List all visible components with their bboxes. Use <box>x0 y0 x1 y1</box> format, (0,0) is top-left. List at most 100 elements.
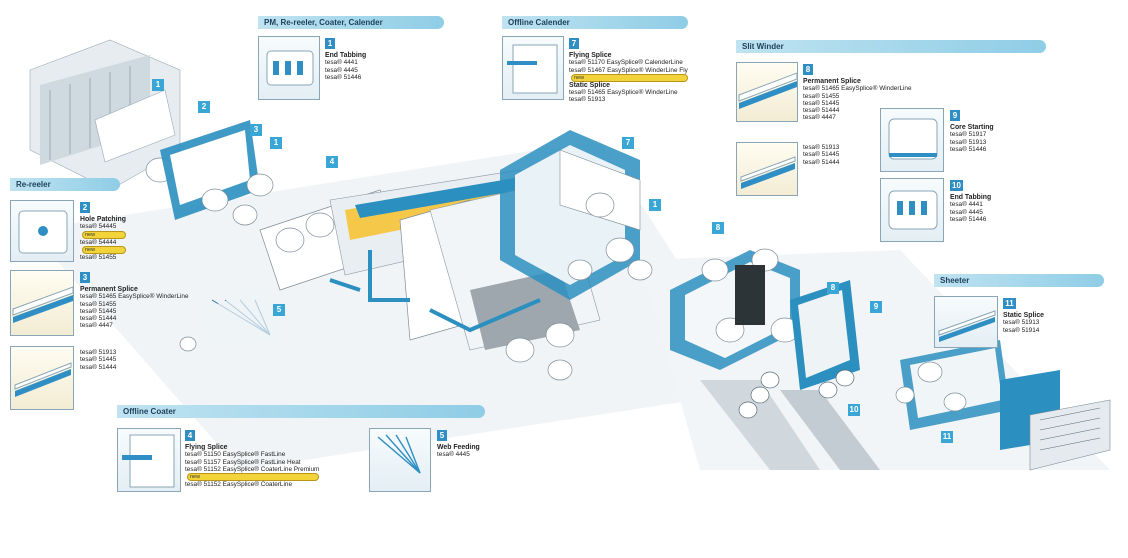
core-starting-thumbnail <box>880 108 944 172</box>
card-3-title: Permanent Splice <box>80 286 138 293</box>
card-2-line: tesa® 54444 <box>80 238 117 246</box>
section-offline-calender: Offline Calender <box>502 16 688 29</box>
card-9-title: Core Starting <box>950 124 994 131</box>
card-1-number: 1 <box>325 38 335 49</box>
card-1-title: End Tabbing <box>325 52 367 59</box>
card-8-line: tesa® 51465 EasySplice® WinderLine <box>803 85 912 93</box>
card-3-text: Permanent Splice tesa® 51465 EasySplice®… <box>80 286 189 330</box>
card-3-line: tesa® 51455 <box>80 300 117 308</box>
card-7-line: tesa® 51467 EasySplice® WinderLine Fly <box>569 66 688 74</box>
card-3-number: 3 <box>80 272 90 283</box>
machine-tag-7: 7 <box>622 137 634 149</box>
permanent-splice-thumbnail <box>736 62 798 122</box>
new-badge: new <box>187 473 320 482</box>
hole-patching-thumbnail <box>10 200 74 262</box>
web-feeding-thumbnail <box>369 428 431 492</box>
card-10-line: tesa® 4441 <box>950 201 983 209</box>
card-4-line: tesa® 51157 EasySplice® FastLine Heat <box>185 458 301 466</box>
card-11-number: 11 <box>1003 298 1016 309</box>
card-3b-line: tesa® 51913 <box>80 349 117 356</box>
card-9-line: tesa® 51913 <box>950 138 987 146</box>
card-7-text: Flying Splice tesa® 51170 EasySplice® Ca… <box>569 52 688 104</box>
card-8-line: tesa® 51444 <box>803 107 840 115</box>
card-9-line: tesa® 51446 <box>950 145 987 153</box>
machine-tag-4: 4 <box>326 156 338 168</box>
card-5-title: Web Feeding <box>437 444 480 451</box>
card-10-line: tesa® 4445 <box>950 208 983 216</box>
card-7-title: Flying Splice <box>569 52 612 59</box>
machine-tag-9: 9 <box>870 301 882 313</box>
permanent-splice-3-thumbnail <box>10 270 74 336</box>
card-7-title2: Static Splice <box>569 81 610 89</box>
card-8-line: tesa® 51445 <box>803 99 840 107</box>
card-3b-line: tesa® 51444 <box>80 363 117 371</box>
machine-tag-2: 2 <box>198 101 210 113</box>
card-9-text: Core Starting tesa® 51917 tesa® 51913 te… <box>950 124 994 153</box>
card-1-text: End Tabbing tesa® 4441 tesa® 4445 tesa® … <box>325 52 366 81</box>
card-8b-text: tesa® 51913 tesa® 51445 tesa® 51444 <box>803 144 839 166</box>
card-10-line: tesa® 51446 <box>950 215 987 223</box>
new-badge: new <box>82 230 126 239</box>
new-badge: new <box>82 245 126 254</box>
card-2-number: 2 <box>80 202 90 213</box>
new-badge: new <box>571 73 688 82</box>
machine-tag-3: 3 <box>250 124 262 136</box>
card-4-line-new: tesa® 51152 EasySplice® CoaterLine Premi… <box>185 465 320 482</box>
section-pm: PM, Re-reeler, Coater, Calender <box>258 16 444 29</box>
card-3-line: tesa® 51444 <box>80 315 117 323</box>
machine-tag-5: 5 <box>273 304 285 316</box>
machine-tag-1a: 1 <box>152 79 164 91</box>
end-tabbing-thumbnail <box>258 36 320 100</box>
flying-splice-4-thumbnail <box>117 428 181 492</box>
card-1-line: tesa® 4445 <box>325 66 358 74</box>
machine-tag-8a: 8 <box>712 222 724 234</box>
card-2-line: tesa® 51455 <box>80 253 117 261</box>
card-9-line: tesa® 51917 <box>950 131 987 139</box>
card-1-line: tesa® 51446 <box>325 73 362 81</box>
card-7-line: tesa® 51170 EasySplice® CalenderLine <box>569 59 683 67</box>
card-2-title: Hole Patching <box>80 216 126 223</box>
card-11-title: Static Splice <box>1003 312 1044 319</box>
flying-splice-thumbnail <box>502 36 564 100</box>
card-4-text: Flying Splice tesa® 51150 EasySplice® Fa… <box>185 444 320 489</box>
card-3-line: tesa® 51445 <box>80 307 117 315</box>
card-2-line: tesa® 54445 <box>80 223 117 231</box>
card-11-line: tesa® 51913 <box>1003 319 1040 327</box>
card-4-number: 4 <box>185 430 195 441</box>
card-8-text: Permanent Splice tesa® 51465 EasySplice®… <box>803 78 912 122</box>
card-8-number: 8 <box>803 64 813 75</box>
section-slit-winder: Slit Winder <box>736 40 1046 53</box>
card-7-line: tesa® 51465 EasySplice® WinderLine <box>569 89 678 97</box>
machine-tag-11: 11 <box>941 431 953 443</box>
card-5-text: Web Feeding tesa® 4445 <box>437 444 480 459</box>
card-8-line: tesa® 51455 <box>803 92 840 100</box>
card-3-line: tesa® 51465 EasySplice® WinderLine <box>80 293 189 301</box>
card-4-line: tesa® 51152 EasySplice® CoaterLine <box>185 481 292 489</box>
card-8-title: Permanent Splice <box>803 78 861 85</box>
static-splice-thumbnail <box>736 142 798 196</box>
card-8-line: tesa® 4447 <box>803 114 836 122</box>
card-11-line: tesa® 51914 <box>1003 326 1040 334</box>
card-8b-line: tesa® 51444 <box>803 158 840 166</box>
machine-tag-8b: 8 <box>827 282 839 294</box>
card-4-line: tesa® 51150 EasySplice® FastLine <box>185 451 286 459</box>
card-10-number: 10 <box>950 180 963 191</box>
section-sheeter: Sheeter <box>934 274 1104 287</box>
section-offline-coater: Offline Coater <box>117 405 485 418</box>
card-3b-line: tesa® 51445 <box>80 356 117 364</box>
machine-tag-10: 10 <box>848 404 860 416</box>
card-4-line: tesa® 51152 EasySplice® CoaterLine Premi… <box>185 465 320 473</box>
card-3b-text: tesa® 51913 tesa® 51445 tesa® 51444 <box>80 349 116 371</box>
card-8b-line: tesa® 51445 <box>803 151 840 159</box>
card-1-line: tesa® 4441 <box>325 59 358 67</box>
card-11-text: Static Splice tesa® 51913 tesa® 51914 <box>1003 312 1044 334</box>
static-splice-11-thumbnail <box>934 296 998 348</box>
card-4-title: Flying Splice <box>185 444 228 451</box>
machine-tag-1c: 1 <box>649 199 661 211</box>
card-10-text: End Tabbing tesa® 4441 tesa® 4445 tesa® … <box>950 194 991 223</box>
